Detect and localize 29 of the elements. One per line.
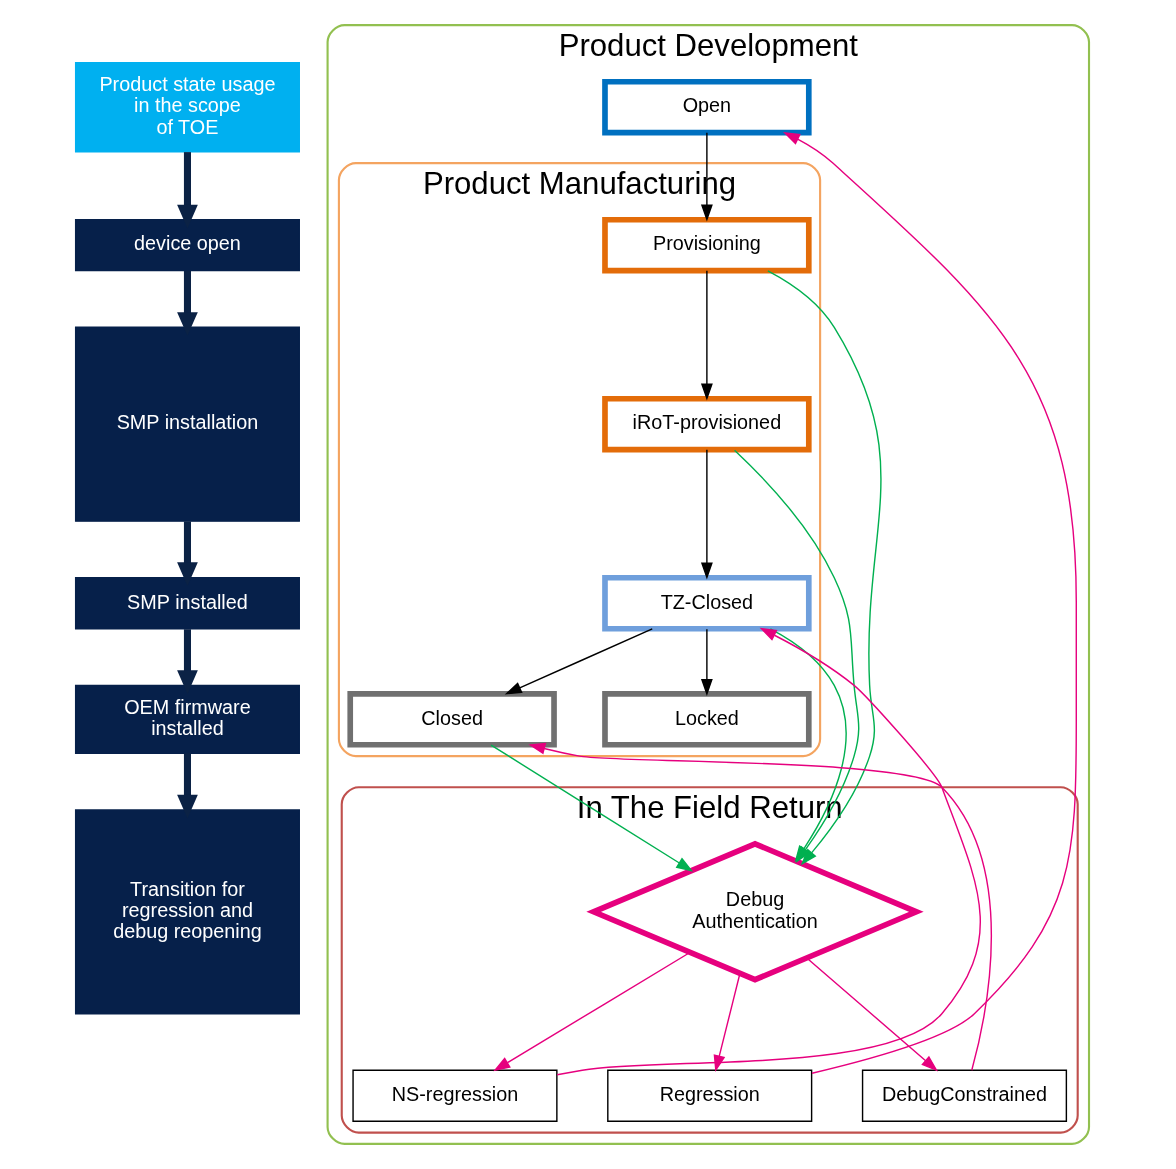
- node-box: SMP installed: [74, 577, 300, 630]
- arrow: [700, 628, 713, 696]
- node-box: Regression: [607, 1069, 813, 1122]
- arrow: [806, 957, 939, 1072]
- arrow: [177, 521, 198, 586]
- arrow: [700, 449, 713, 580]
- arrow: [556, 627, 981, 1076]
- node-box: SMP installation: [74, 326, 300, 522]
- arrow: [713, 972, 741, 1073]
- arrow: [493, 951, 691, 1072]
- node-box: iRoT-provisioned: [602, 395, 812, 453]
- node-diamond: Debug Authentication: [586, 840, 924, 983]
- node-box: NS-regression: [352, 1069, 558, 1122]
- node-box: Provisioning: [602, 216, 812, 274]
- arrow: [504, 628, 653, 695]
- node-box: Closed: [347, 691, 557, 748]
- arrow: [700, 270, 713, 401]
- node-box: DebugConstrained: [861, 1069, 1068, 1122]
- arrow: [783, 131, 1077, 1074]
- node-box: device open: [74, 219, 300, 272]
- node-box: Locked: [602, 691, 812, 748]
- node-box: Open: [602, 78, 812, 136]
- node-box: Transition for regression and debug reopening: [74, 809, 300, 1015]
- arrow: [177, 629, 198, 695]
- node-box: Product state usage in the scope of TOE: [74, 61, 300, 153]
- arrow: [490, 744, 694, 872]
- arrow: [528, 742, 993, 1071]
- node-box: TZ-Closed: [602, 574, 812, 632]
- node-box: OEM firmware installed: [74, 684, 300, 754]
